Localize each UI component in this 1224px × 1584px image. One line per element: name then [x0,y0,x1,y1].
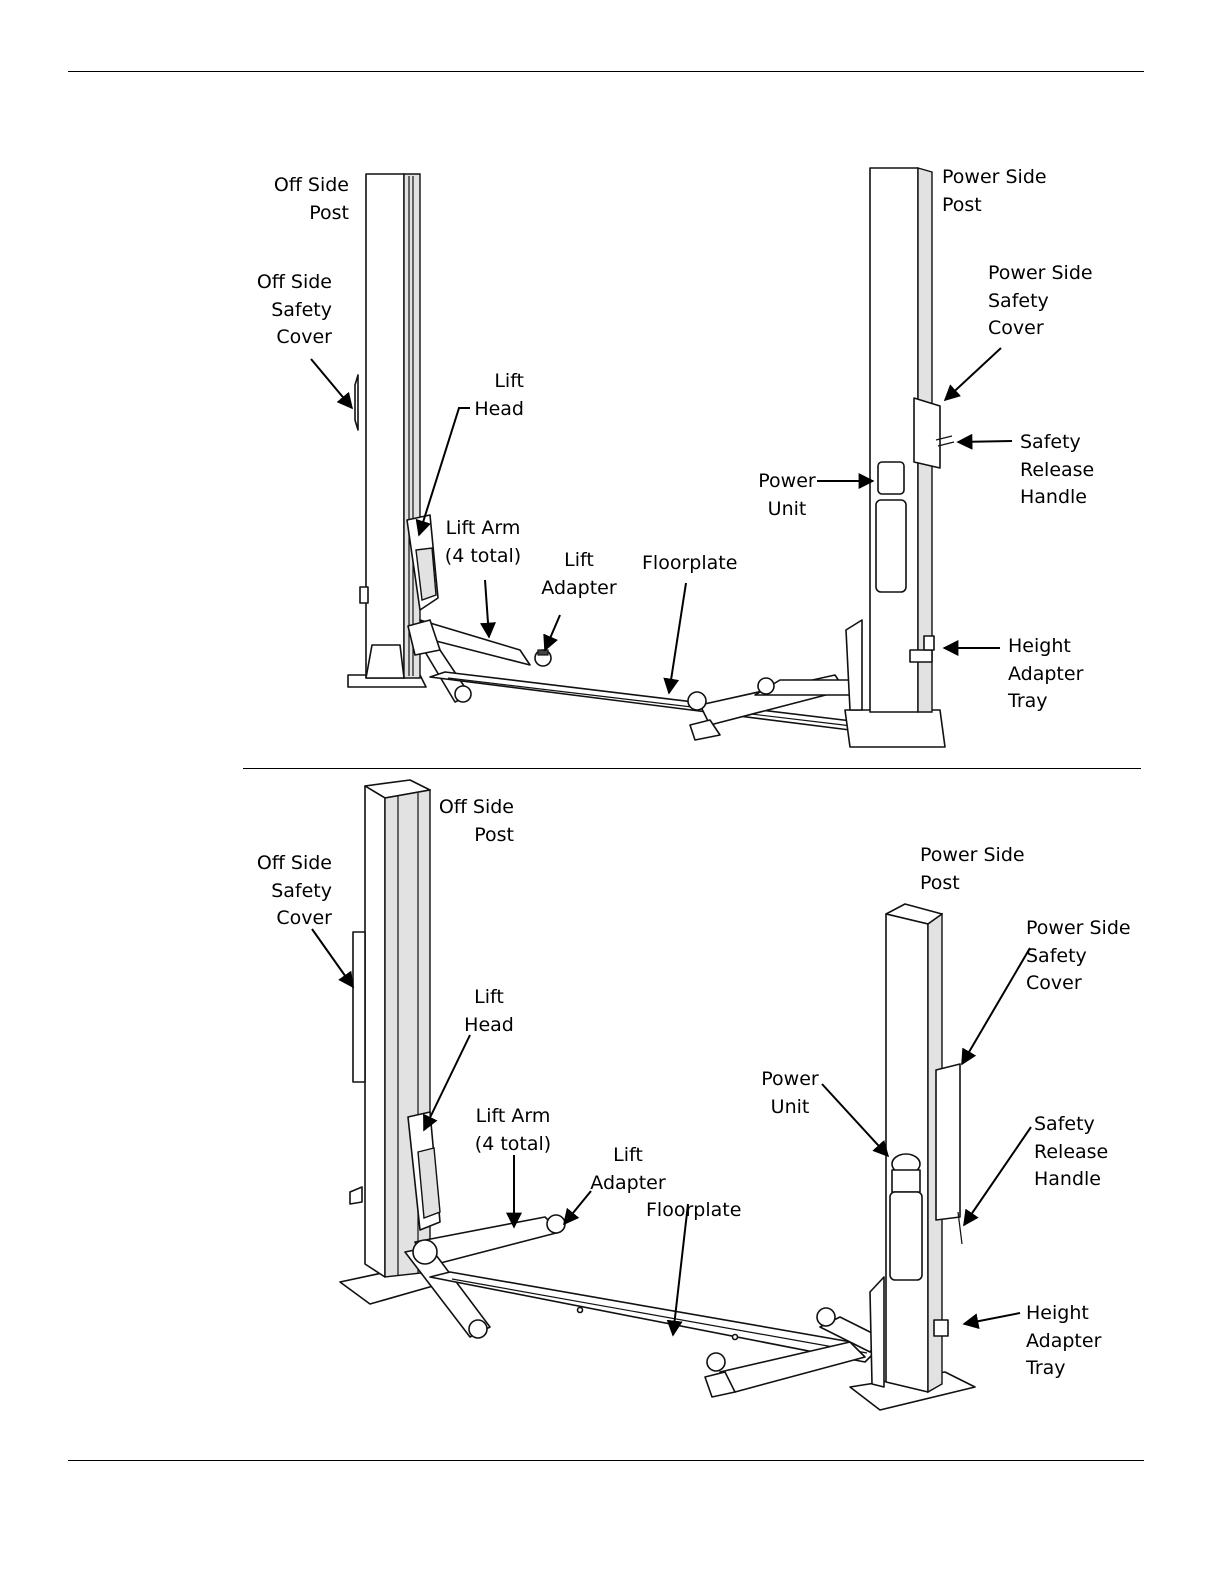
label-off-side-safety-cover: Off Side Safety Cover [256,852,332,929]
label-lift-arm: Lift Arm (4 total) [444,517,522,567]
label-power-unit: Power Unit [758,470,816,520]
power-side-arms-shape-angled [704,1307,881,1398]
label-power-side-safety-cover: Power Side Safety Cover [1026,917,1131,994]
floorplate-shape-angled [429,1271,881,1363]
label-power-side-post: Power Side Post [942,166,1047,216]
label-height-adapter-tray: Height Adapter Tray [1026,1302,1102,1379]
label-lift-adapter: Lift Adapter [541,549,617,599]
callout-arrows-front [310,347,1013,695]
callout-arrows-angled [311,928,1032,1337]
label-safety-release-handle: Safety Release Handle [1020,431,1095,508]
label-safety-release-handle: Safety Release Handle [1034,1113,1109,1190]
power-side-post-shape [844,167,955,748]
label-lift-adapter: Lift Adapter [590,1144,666,1194]
lift-diagram-angled: Off Side Post Off Side Safety Cover Lift… [0,772,1224,1457]
label-power-unit: Power Unit [761,1068,819,1118]
label-lift-arm: Lift Arm (4 total) [474,1105,552,1155]
lift-illustration-angled [311,779,1032,1411]
figure-divider [243,768,1141,769]
off-side-arms-shape [407,619,552,703]
label-floorplate: Floorplate [646,1199,742,1221]
label-off-side-safety-cover: Off Side Safety Cover [256,271,332,348]
lift-illustration-front [310,167,1013,748]
off-side-carriage-shape [406,514,439,611]
label-off-side-post: Off Side Post [438,796,514,846]
footer-rule [68,1460,1144,1461]
power-side-post-shape-angled [849,903,976,1411]
power-side-arms-shape [687,674,861,741]
label-off-side-post: Off Side Post [273,174,349,224]
label-floorplate: Floorplate [642,552,738,574]
header-rule [68,71,1144,72]
label-lift-head: Lift Head [474,370,524,420]
lift-diagram-front: Off Side Post Off Side Safety Cover Lift… [0,150,1224,765]
label-power-side-post: Power Side Post [920,844,1025,894]
label-height-adapter-tray: Height Adapter Tray [1008,635,1084,712]
label-power-side-safety-cover: Power Side Safety Cover [988,262,1093,339]
off-side-carriage-shape-angled [407,1111,441,1231]
label-lift-head: Lift Head [464,986,514,1036]
off-side-post-shape [347,173,427,688]
